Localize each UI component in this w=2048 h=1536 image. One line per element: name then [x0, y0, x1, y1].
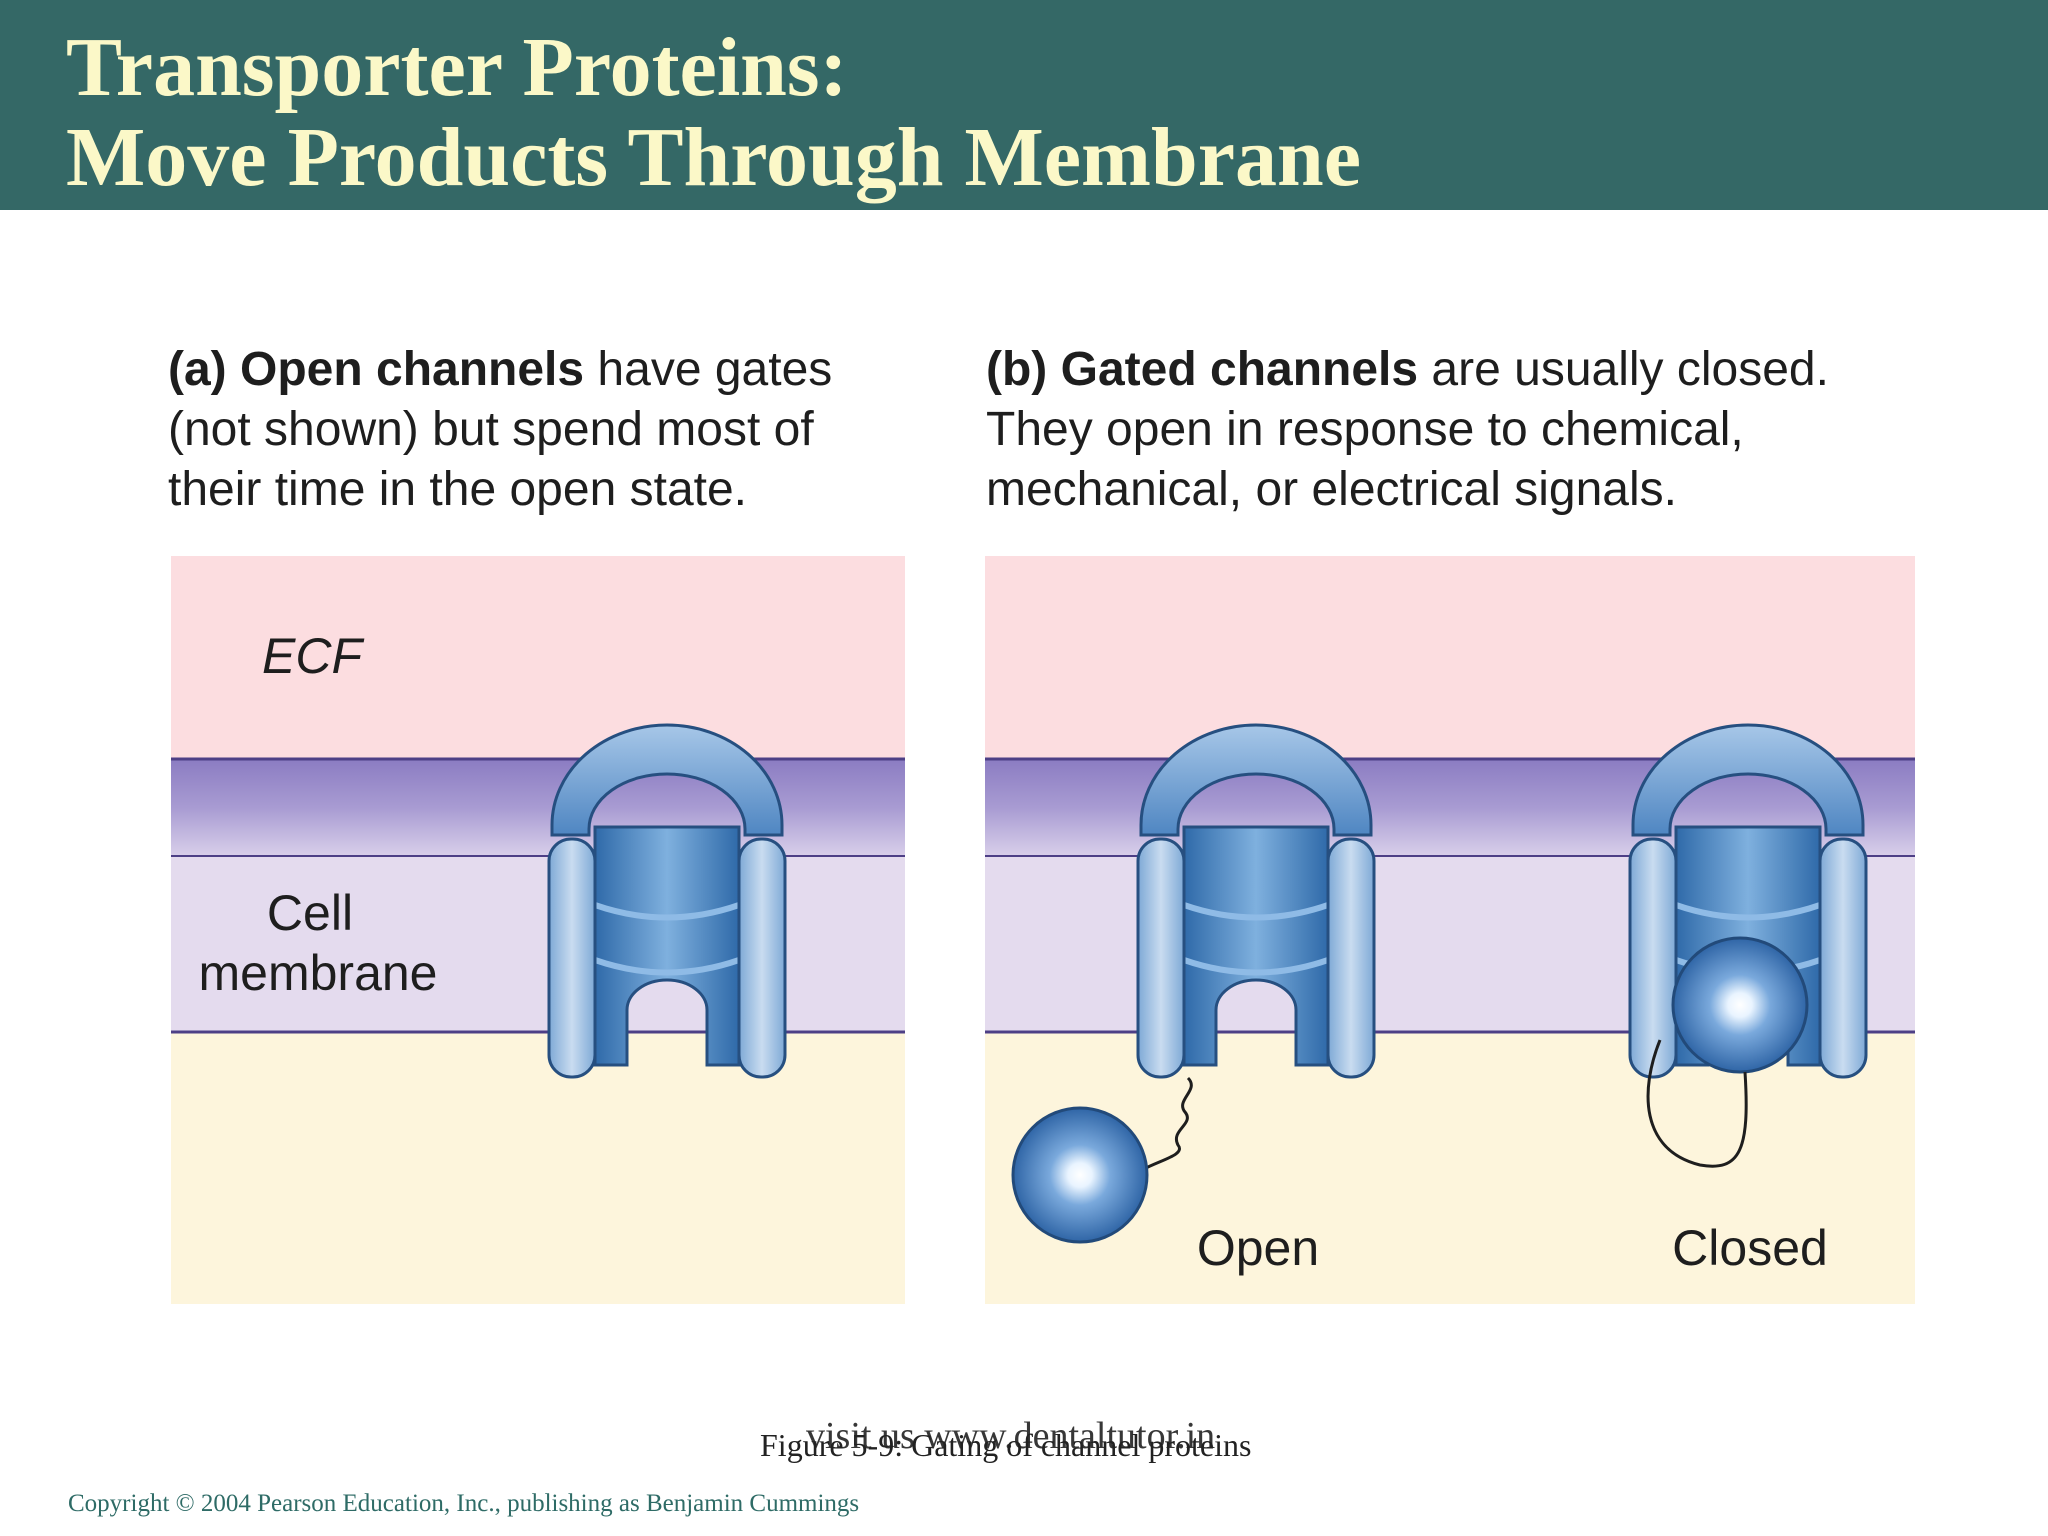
panel-a-cytoplasm-region — [171, 1032, 905, 1304]
panel-b-caption: (b) Gated channels are usually closed. T… — [986, 340, 1829, 520]
slide-title-line-2: Move Products Through Membrane — [66, 111, 1361, 204]
closed-gate-ball — [1671, 936, 1809, 1074]
copyright-notice: Copyright © 2004 Pearson Education, Inc.… — [68, 1490, 860, 1517]
panel-a-caption-rest: have gates — [584, 343, 833, 396]
panel-a-ecf-region — [171, 556, 905, 759]
panel-a-membrane-outer-layer — [171, 759, 905, 856]
closed-label: Closed — [1672, 1220, 1828, 1276]
panel-b-caption-line-2: They open in response to chemical, — [986, 403, 1744, 456]
open-label: Open — [1197, 1220, 1319, 1276]
title-bar: Transporter Proteins: Move Products Thro… — [0, 0, 2048, 210]
panel-a-membrane-core — [171, 856, 905, 1032]
closed-gate-tether — [1646, 1039, 1748, 1168]
panel-a-caption: (a) Open channels have gates (not shown)… — [168, 340, 832, 520]
panel-a-caption-line-2: (not shown) but spend most of — [168, 403, 814, 456]
open-gate-ball — [1011, 1106, 1149, 1244]
panel-a-caption-bold: (a) Open channels — [168, 343, 585, 396]
cell-membrane-label-line-2: membrane — [199, 945, 438, 1001]
figure-caption: Figure 5-9: Gating of channel proteins — [760, 1427, 1252, 1463]
panel-b-diagram: Open Closed — [985, 556, 1915, 1304]
panel-b-caption-bold: (b) Gated channels — [986, 343, 1419, 396]
panel-b-caption-line-3: mechanical, or electrical signals. — [986, 463, 1677, 516]
panel-a-caption-line-3: their time in the open state. — [168, 463, 747, 516]
open-gate-tether — [1141, 1076, 1193, 1172]
website-watermark[interactable]: visit us www.dentaltutor.in — [806, 1415, 1216, 1457]
panel-b-caption-rest: are usually closed. — [1418, 343, 1829, 396]
panel-a-diagram: ECF Cell membrane — [171, 556, 905, 1304]
ecf-label: ECF — [262, 628, 364, 684]
cell-membrane-label-line-1: Cell — [267, 885, 353, 941]
slide-title-line-1: Transporter Proteins: — [66, 21, 848, 114]
